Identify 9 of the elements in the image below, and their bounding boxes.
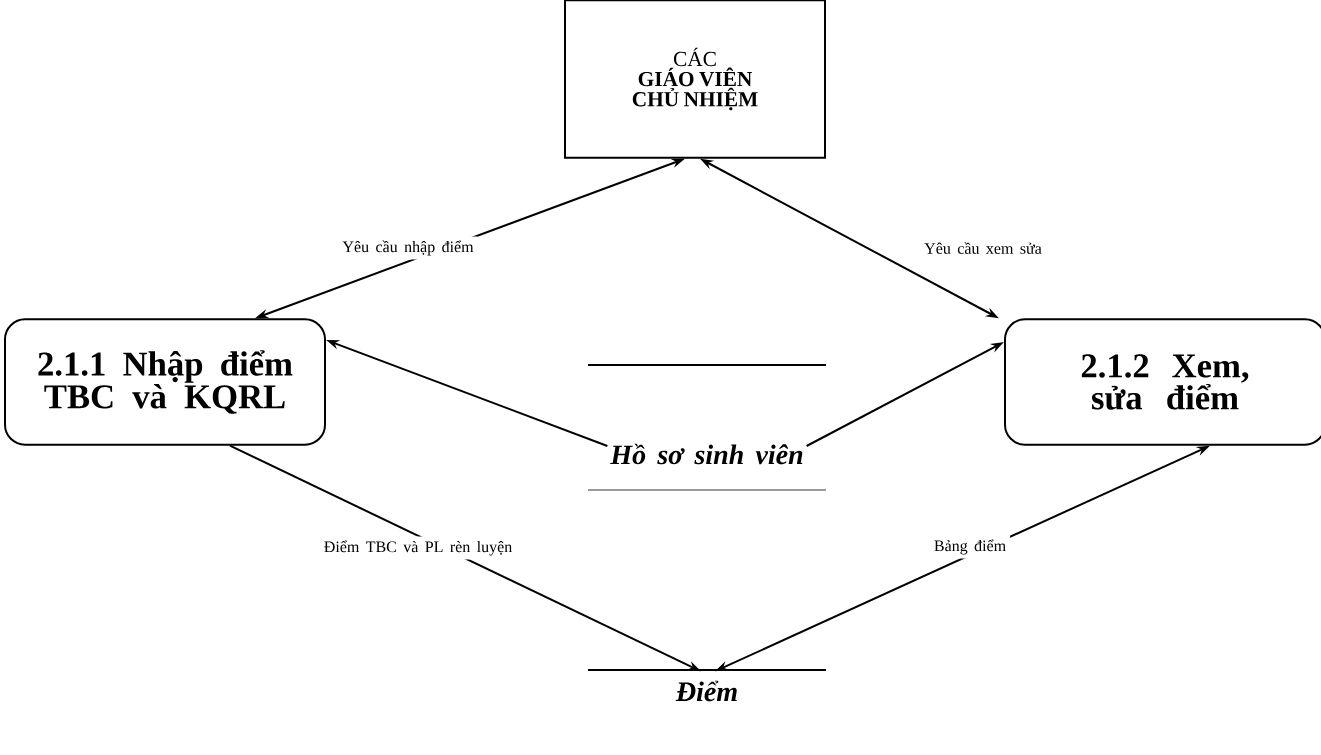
process-box: 2.1.1 Nhập điểm TBC và KQRL (4, 318, 326, 446)
edge-label: Yêu cầu nhập điểm (338, 236, 478, 260)
edge-label: Yêu cầu xem sửa (920, 238, 1046, 258)
process-box: 2.1.2 Xem, sửa điểm (1004, 318, 1321, 446)
data-store: Điểm (587, 669, 827, 702)
edge-label: Bảng điểm (929, 535, 1011, 559)
data-store: Hồ sơ sinh viên (587, 364, 827, 491)
entity-box: CÁC GIÁO VIÊN CHỦ NHIỆM (564, 0, 826, 159)
edge-label: Điểm TBC và PL rèn luyện (319, 536, 517, 560)
